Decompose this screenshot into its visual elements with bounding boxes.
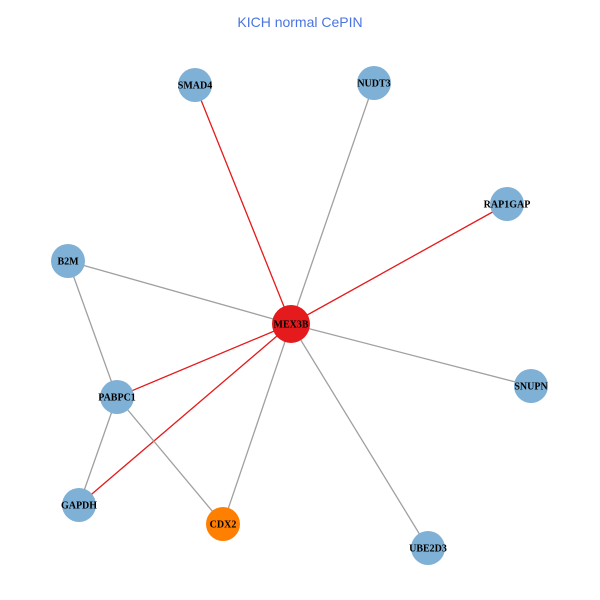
- edge-mex3b-cdx2: [222, 323, 292, 525]
- node-ube2d3[interactable]: UBE2D3: [409, 531, 447, 565]
- node-label: SNUPN: [514, 382, 548, 393]
- node-circle[interactable]: [62, 488, 96, 522]
- node-mex3b[interactable]: MEX3B: [272, 305, 310, 343]
- node-circle[interactable]: [514, 369, 548, 403]
- edge-mex3b-b2m: [67, 260, 292, 325]
- node-circle[interactable]: [100, 380, 134, 414]
- node-snupn[interactable]: SNUPN: [514, 369, 548, 403]
- edge-mex3b-ube2d3: [290, 323, 429, 549]
- node-label: MEX3B: [274, 320, 309, 331]
- node-smad4[interactable]: SMAD4: [178, 68, 212, 102]
- node-cdx2[interactable]: CDX2: [206, 507, 240, 541]
- edge-mex3b-snupn: [290, 323, 532, 387]
- edges-layer: [67, 82, 532, 549]
- node-label: SMAD4: [178, 81, 212, 92]
- node-circle[interactable]: [178, 68, 212, 102]
- diagram-title: KICH normal CePIN: [237, 14, 363, 30]
- edge-mex3b-pabpc1: [116, 323, 292, 398]
- node-label: NUDT3: [357, 79, 390, 90]
- node-label: GAPDH: [61, 501, 97, 512]
- node-circle[interactable]: [51, 244, 85, 278]
- node-rap1gap[interactable]: RAP1GAP: [484, 187, 531, 221]
- node-circle[interactable]: [206, 507, 240, 541]
- node-circle[interactable]: [357, 66, 391, 100]
- node-nudt3[interactable]: NUDT3: [357, 66, 391, 100]
- edge-mex3b-gapdh: [78, 323, 292, 506]
- node-b2m[interactable]: B2M: [51, 244, 85, 278]
- node-gapdh[interactable]: GAPDH: [61, 488, 97, 522]
- node-label: RAP1GAP: [484, 200, 531, 211]
- edge-pabpc1-gapdh: [78, 396, 118, 506]
- node-label: UBE2D3: [409, 544, 447, 555]
- edge-mex3b-nudt3: [290, 82, 375, 325]
- node-circle[interactable]: [411, 531, 445, 565]
- node-label: CDX2: [210, 520, 237, 531]
- node-circle[interactable]: [490, 187, 524, 221]
- node-label: PABPC1: [98, 393, 136, 404]
- node-pabpc1[interactable]: PABPC1: [98, 380, 136, 414]
- node-circle[interactable]: [272, 305, 310, 343]
- node-label: B2M: [57, 257, 79, 268]
- edge-b2m-pabpc1: [67, 260, 118, 398]
- edge-mex3b-rap1gap: [290, 203, 508, 325]
- edge-pabpc1-cdx2: [116, 396, 224, 525]
- edge-mex3b-smad4: [194, 84, 292, 325]
